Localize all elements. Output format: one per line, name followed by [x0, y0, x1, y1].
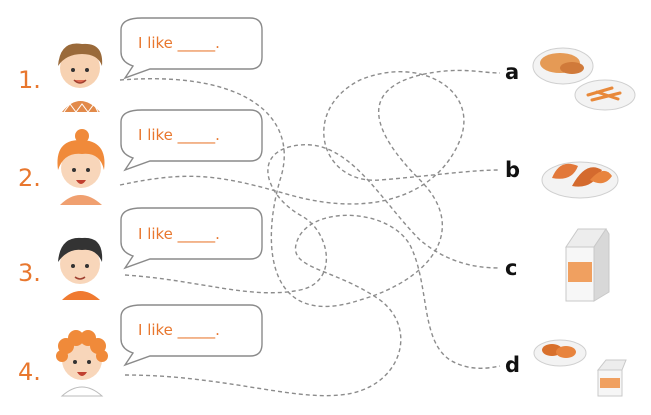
- speech-bubbles: [120, 17, 263, 367]
- food-b-picture: [541, 161, 619, 199]
- row-number-2: 2.: [18, 164, 41, 192]
- option-letter-a: a: [505, 60, 520, 84]
- speech-text-3: I like _____.: [138, 225, 220, 243]
- option-letter-c: c: [505, 256, 518, 280]
- speech-bubble-2: [120, 109, 263, 172]
- child-3-picture: [58, 237, 103, 300]
- line-3: [124, 144, 501, 294]
- option-letter-d: d: [505, 353, 521, 377]
- speech-text-1: I like _____.: [138, 34, 220, 52]
- line-4: [124, 214, 501, 397]
- child-1-picture: [58, 43, 103, 113]
- food-a-picture: [532, 47, 636, 111]
- row-number-1: 1.: [18, 66, 41, 94]
- speech-text-2: I like _____.: [138, 126, 220, 144]
- speech-bubble-3: [120, 207, 263, 270]
- child-2-picture: [57, 129, 105, 205]
- option-letter-b: b: [505, 158, 521, 182]
- line-1: [119, 69, 501, 308]
- speech-text-4: I like _____.: [138, 321, 220, 339]
- speech-bubble-4: [120, 304, 263, 367]
- row-number-3: 3.: [18, 259, 41, 287]
- speech-bubble-1: [120, 17, 263, 80]
- tangled-lines: [119, 69, 501, 397]
- line-2: [119, 71, 501, 205]
- food-d-picture: [533, 339, 627, 397]
- food-c-picture: [565, 228, 610, 302]
- child-4-picture: [56, 330, 108, 397]
- row-number-4: 4.: [18, 358, 41, 386]
